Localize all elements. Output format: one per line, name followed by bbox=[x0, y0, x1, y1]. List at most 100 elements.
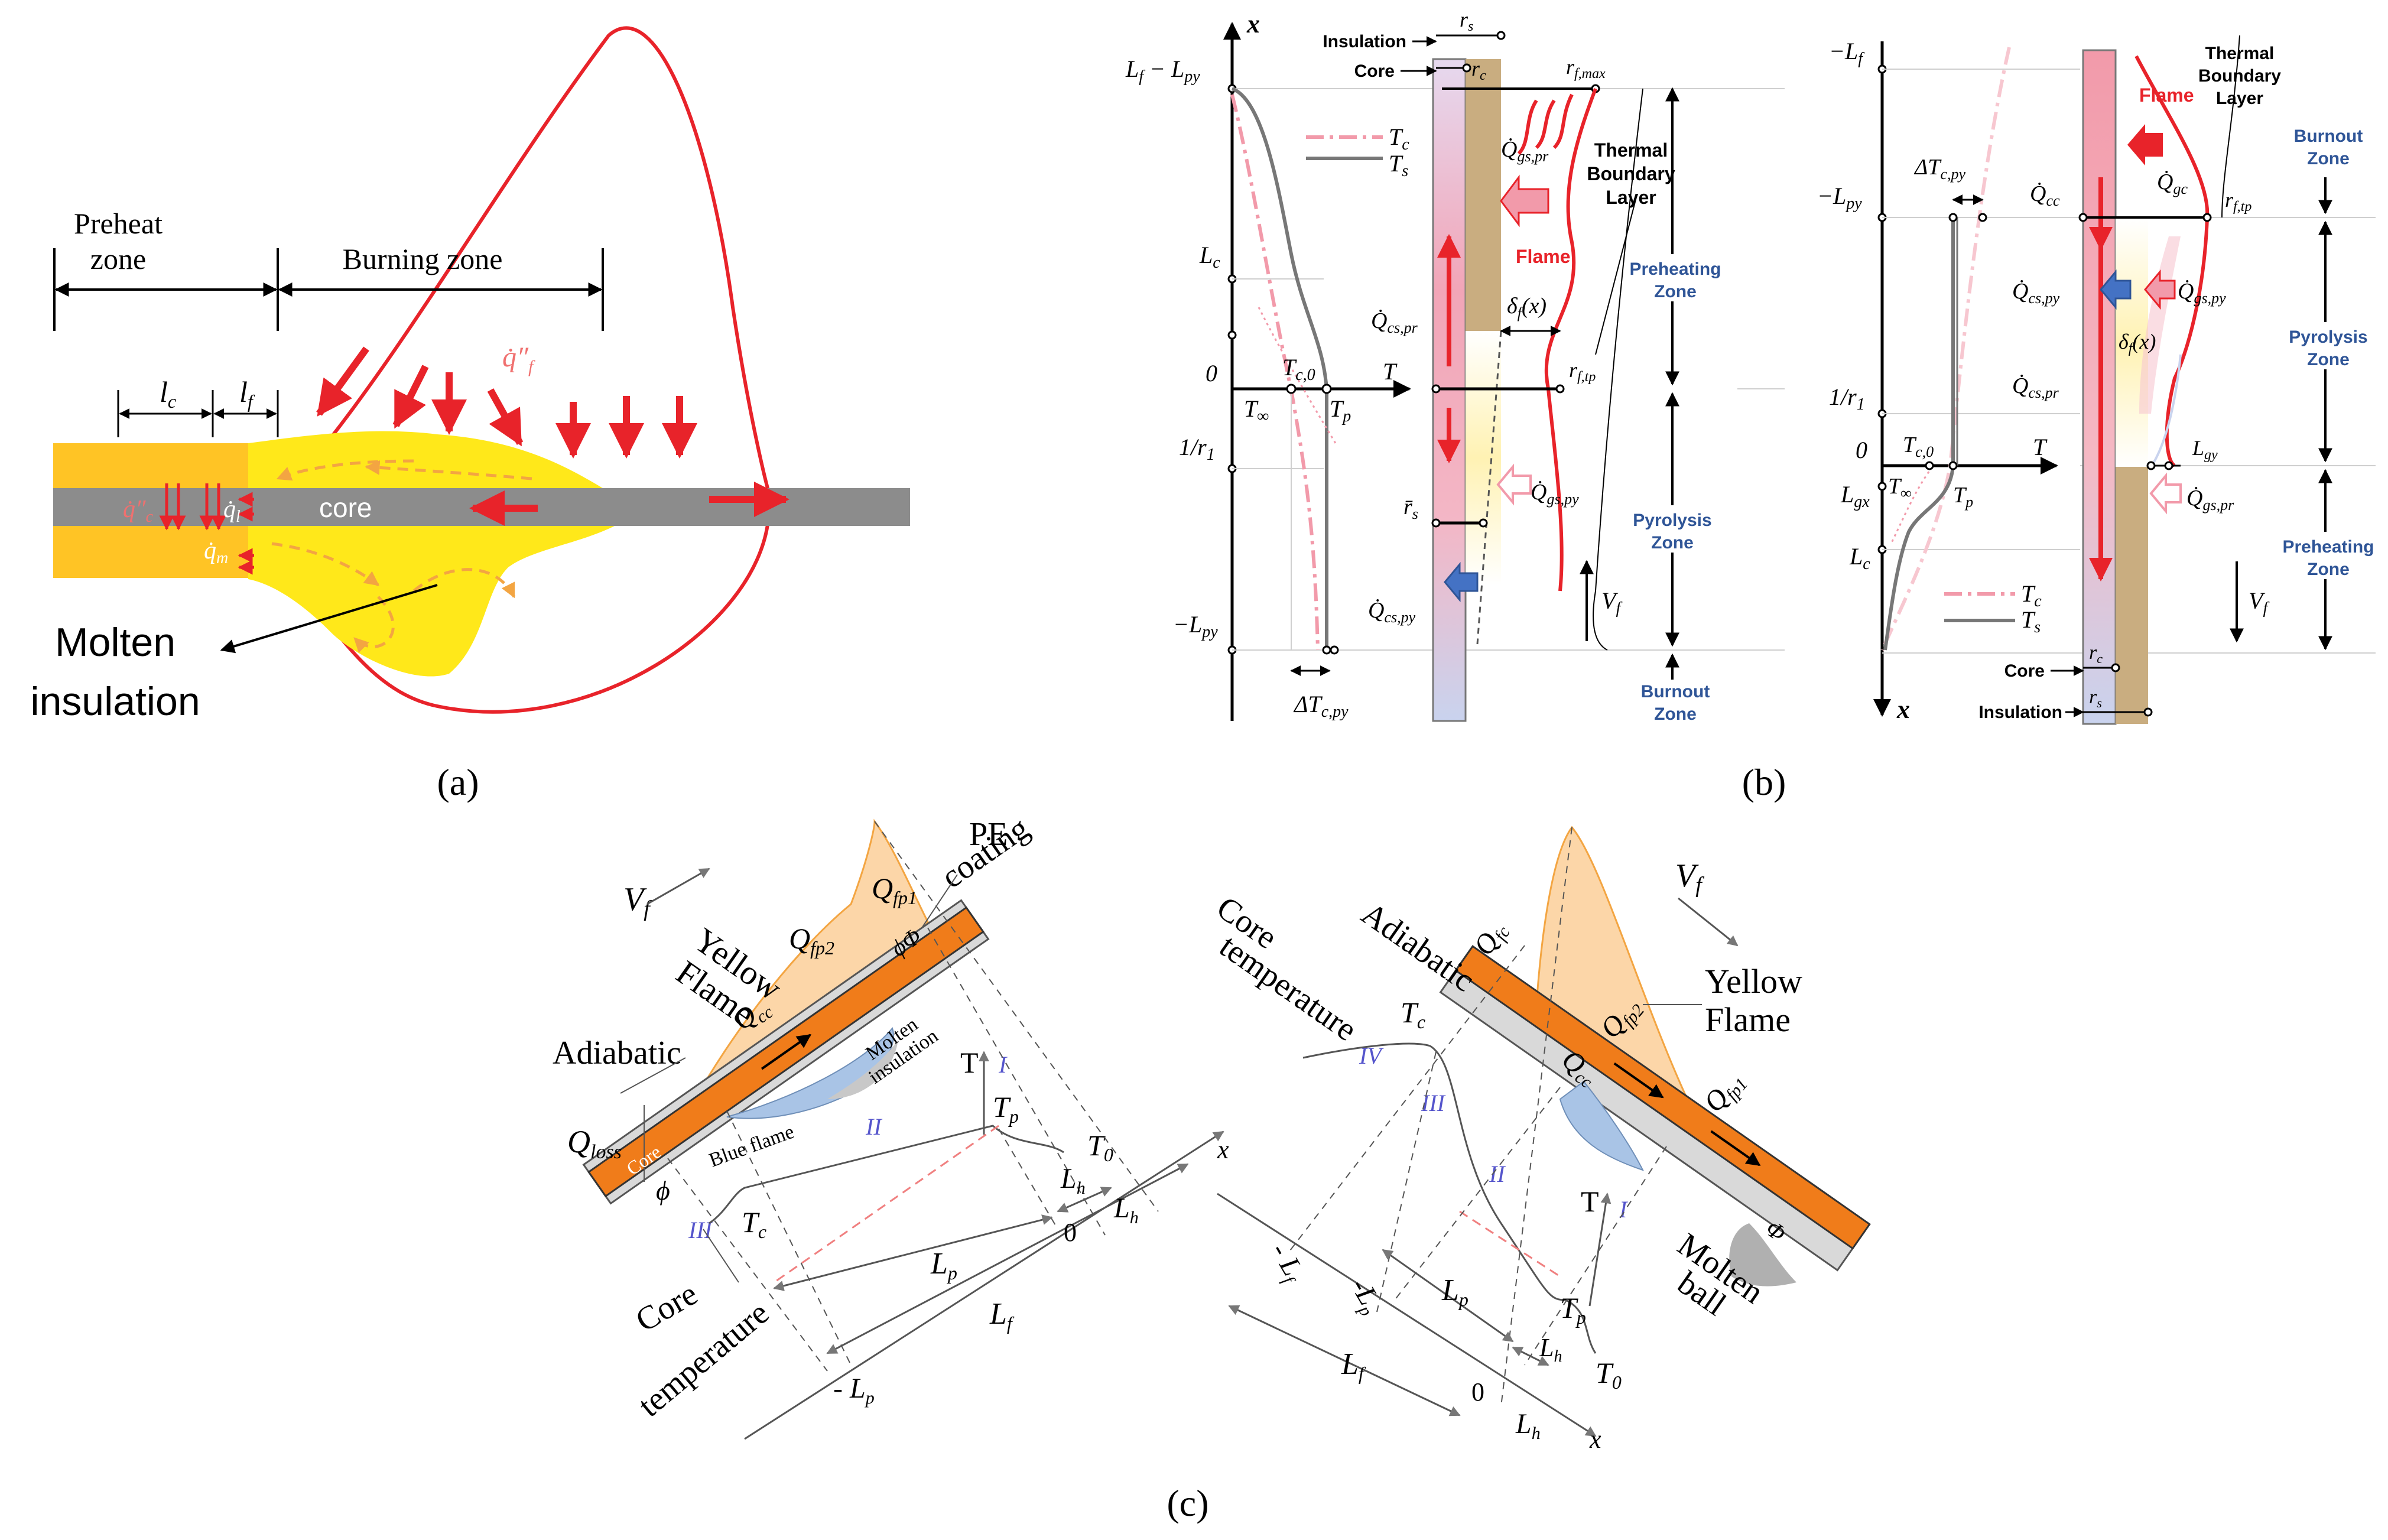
t-axis-cr bbox=[1588, 1193, 1612, 1307]
rc-end-r bbox=[2111, 663, 2120, 672]
label-rs: rs bbox=[1460, 8, 1473, 34]
label-tp-r: Tp bbox=[1953, 483, 1973, 511]
qf-label: q̇″f bbox=[502, 342, 535, 376]
lf-dim-cr bbox=[1228, 1305, 1461, 1416]
flame-wisps bbox=[1517, 93, 1574, 155]
molten-ball bbox=[1729, 1223, 1796, 1286]
qcspy-arrow-r bbox=[2100, 269, 2132, 310]
label-zero-cr: 0 bbox=[1471, 1377, 1484, 1406]
label-lgy: Lgy bbox=[2192, 436, 2218, 463]
label-burnout-1-r: Burnout bbox=[2294, 126, 2363, 146]
label-zone-IV: IV bbox=[1359, 1042, 1384, 1069]
flame-envelope bbox=[270, 26, 770, 714]
label-yellow-cr: Yellow bbox=[1705, 962, 1802, 1000]
t-axis-label-r: T bbox=[2033, 434, 2048, 460]
tc0-dot bbox=[1286, 384, 1297, 394]
label-adiabatic-cl: Adiabatic bbox=[553, 1035, 681, 1071]
label-rc-r: rc bbox=[2089, 642, 2103, 666]
tick-lgx-r: Lgx bbox=[1840, 481, 1870, 511]
label-tc0: Tc,0 bbox=[1282, 354, 1315, 384]
tick-1-r1-r: 1/r1 bbox=[1829, 384, 1865, 414]
legend-ts: Ts bbox=[1389, 150, 1408, 180]
tp-dot-r bbox=[1948, 461, 1958, 470]
qgspy-arrow bbox=[1496, 463, 1532, 506]
preheat-label-2: zone bbox=[90, 242, 146, 275]
label-burnout-2-r: Zone bbox=[2307, 149, 2350, 168]
lh-dim-cr bbox=[1512, 1346, 1549, 1366]
temp-profile-cr bbox=[1302, 1042, 1597, 1354]
tick-lf-lpy: Lf − Lpy bbox=[1125, 56, 1200, 86]
label-rc: rc bbox=[1471, 57, 1486, 83]
label-zero-cl: 0 bbox=[1064, 1218, 1077, 1247]
label-zone-II-cr: II bbox=[1489, 1161, 1506, 1187]
ts-curve-r bbox=[1883, 217, 1955, 651]
label-minus-lp-cr: -Lp bbox=[1342, 1273, 1389, 1320]
yellow-zone bbox=[1466, 331, 1501, 585]
top-dot-r2 bbox=[1978, 213, 1987, 222]
molten-label-2: insulation bbox=[30, 679, 200, 724]
label-qcspy: Q̇cs,py bbox=[1368, 598, 1416, 626]
tp-red-dash-cr bbox=[1459, 1210, 1561, 1278]
label-tc-cl: Tc bbox=[742, 1206, 766, 1242]
rsbar-start bbox=[1431, 518, 1441, 528]
tick-zero: 0 bbox=[1206, 360, 1217, 386]
panel-b-right: x T −Lf −Lpy 1/r1 0 Lgx Lc ΔTc,py bbox=[1742, 35, 2376, 803]
label-qloss: Qloss bbox=[567, 1124, 622, 1163]
panel-label-a: (a) bbox=[437, 761, 479, 803]
rftp-start bbox=[1431, 384, 1441, 394]
lp-dim-cr bbox=[1382, 1249, 1514, 1343]
preheat-label-1: Preheat bbox=[74, 207, 163, 240]
vf-arrow-cr bbox=[1678, 897, 1739, 947]
rftp-start-r bbox=[2078, 213, 2088, 222]
panel-c-right: Adiabatic Qfc Vf Core temperature Tc Yel… bbox=[1167, 826, 1871, 1524]
qcc-arrow-right-2 bbox=[1710, 1130, 1761, 1167]
qgspr-arrow bbox=[1500, 174, 1549, 228]
label-tc-cr: Tc bbox=[1401, 996, 1425, 1032]
label-rftp-r: rf,tp bbox=[2225, 188, 2251, 215]
label-tinf: T∞ bbox=[1244, 395, 1269, 425]
thermal-bl bbox=[1593, 88, 1643, 651]
label-insulation-r: Insulation bbox=[1978, 703, 2062, 722]
rftp-end bbox=[1555, 384, 1565, 394]
label-dtcpy-r: ΔTc,py bbox=[1913, 155, 1965, 183]
tick-zero-r: 0 bbox=[1856, 437, 1867, 463]
label-rfmax: rf,max bbox=[1566, 55, 1606, 82]
panel-label-b: (b) bbox=[1742, 761, 1786, 803]
vf-arrow-cl bbox=[646, 868, 710, 905]
label-insulation: Insulation bbox=[1323, 32, 1406, 51]
core-temp-pointer-cl bbox=[703, 1229, 739, 1283]
label-x-axis-cr: x bbox=[1589, 1425, 1601, 1454]
label-thermal-3: Layer bbox=[1606, 187, 1656, 208]
top-dot-r1 bbox=[1948, 213, 1958, 222]
label-preheating-1: Preheating bbox=[1629, 259, 1721, 279]
qcc-arrow-right-1 bbox=[1613, 1062, 1664, 1099]
label-flame-r: Flame bbox=[2139, 85, 2194, 106]
lgy-end bbox=[2164, 461, 2173, 470]
molten-left bbox=[827, 1040, 898, 1099]
label-thermal-2: Boundary bbox=[1587, 163, 1675, 184]
legend-tc: Tc bbox=[1389, 124, 1409, 154]
label-pyrolysis-2-r: Zone bbox=[2307, 350, 2350, 369]
x-axis-cr bbox=[1217, 1193, 1597, 1437]
label-rs-r: rs bbox=[2089, 686, 2102, 710]
label-minus-lp-cl: - Lp bbox=[833, 1373, 875, 1408]
label-vf-cl: Vf bbox=[623, 881, 652, 921]
label-qfp1-cl: Qfp1 bbox=[872, 872, 917, 908]
label-t-axis-cr: T bbox=[1581, 1185, 1599, 1218]
qcspy-arrow bbox=[1444, 561, 1479, 603]
label-zone-II-cl: II bbox=[865, 1113, 882, 1140]
ts-curve bbox=[1231, 87, 1328, 650]
panel-label-c: (c) bbox=[1167, 1482, 1208, 1524]
label-lh-cl: Lh bbox=[1060, 1163, 1086, 1198]
ql-label: q̇l bbox=[223, 496, 241, 526]
label-vf: Vf bbox=[1601, 587, 1622, 618]
label-preheating-1-r: Preheating bbox=[2282, 537, 2374, 557]
molten-label-1: Molten bbox=[55, 620, 176, 665]
label-qfp2-cl: Qfp2 bbox=[789, 922, 834, 959]
label-lh2-cl: Lh bbox=[1113, 1193, 1139, 1227]
label-tp-cl: Tp bbox=[993, 1090, 1019, 1127]
label-pyrolysis-2: Zone bbox=[1651, 533, 1694, 553]
label-burnout-2: Zone bbox=[1654, 704, 1697, 724]
label-tp-cr: Tp bbox=[1560, 1291, 1586, 1328]
